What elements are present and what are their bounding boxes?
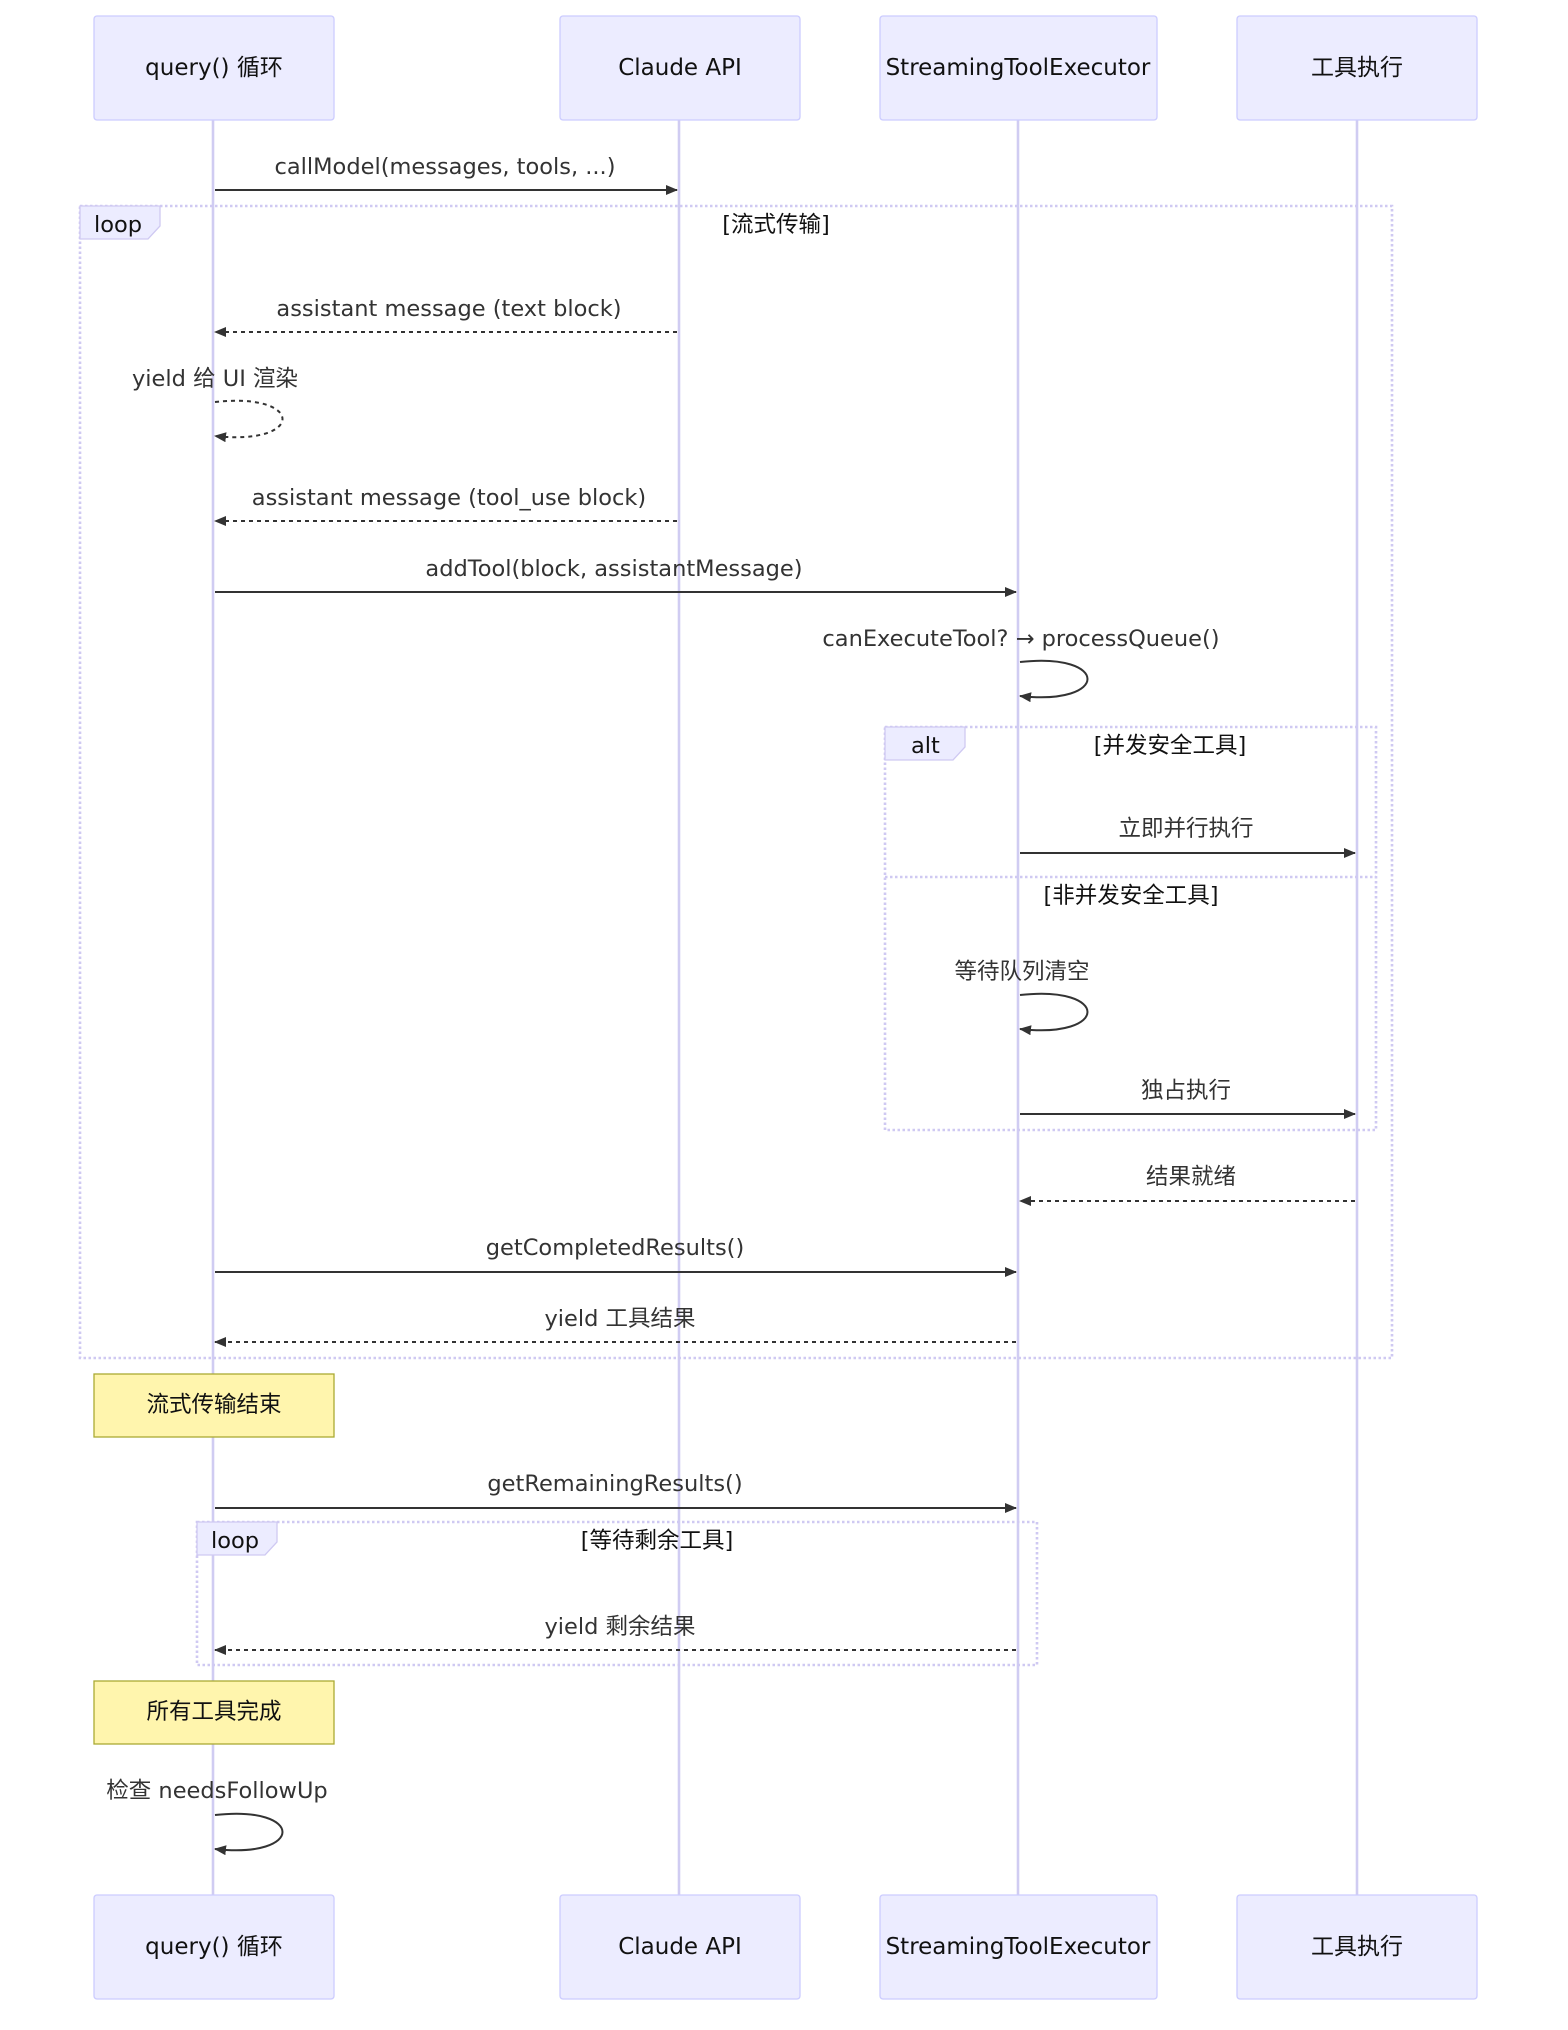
actor-label: StreamingToolExecutor <box>886 1934 1151 1960</box>
note-label: 所有工具完成 <box>146 1699 281 1725</box>
actor-query-loop-top: query() 循环 <box>93 15 335 121</box>
actor-streaming-tool-executor-bottom: StreamingToolExecutor <box>879 1894 1158 2000</box>
note-label: 流式传输结束 <box>146 1392 281 1418</box>
self-message-arrow <box>214 399 284 443</box>
message-check-needs-follow-up: 检查 needsFollowUp <box>106 1778 328 1856</box>
actor-claude-api-top: Claude API <box>559 15 801 121</box>
loop-frame-tab <box>196 1521 278 1556</box>
actor-claude-api-bottom: Claude API <box>559 1894 801 2000</box>
note-all-tools-done: 所有工具完成 <box>93 1680 335 1745</box>
message-label: callModel(messages, tools, ...) <box>274 154 615 180</box>
message-wait-queue-empty: 等待队列清空 <box>954 959 1090 1036</box>
message-label: getCompletedResults() <box>486 1235 744 1261</box>
self-message-arrow <box>214 1812 284 1856</box>
alt-frame-label: alt <box>911 733 940 759</box>
alt-frame-else-condition: [非并发安全工具] <box>1043 883 1218 909</box>
loop-frame-label: loop <box>211 1528 259 1554</box>
message-run-in-parallel: 立即并行执行 <box>1020 816 1356 858</box>
loop-frame-label: loop <box>94 212 142 238</box>
actor-streaming-tool-executor-top: StreamingToolExecutor <box>879 15 1158 121</box>
message-label: yield 工具结果 <box>544 1306 695 1332</box>
message-call-model: callModel(messages, tools, ...) <box>215 154 678 195</box>
message-label: assistant message (tool_use block) <box>252 485 646 511</box>
message-label: 检查 needsFollowUp <box>106 1778 327 1804</box>
message-label: assistant message (text block) <box>276 296 621 322</box>
message-result-ready: 结果就绪 <box>1019 1164 1355 1206</box>
message-yield-to-ui: yield 给 UI 渲染 <box>132 366 298 443</box>
message-label: 独占执行 <box>1141 1078 1231 1104</box>
message-yield-remaining-results: yield 剩余结果 <box>214 1614 1016 1655</box>
actor-label: Claude API <box>618 55 742 81</box>
message-label: yield 剩余结果 <box>544 1614 695 1640</box>
alt-frame-tool-safety: alt [并发安全工具] [非并发安全工具] <box>883 725 1378 1132</box>
message-get-completed-results: getCompletedResults() <box>215 1235 1017 1277</box>
message-label: 立即并行执行 <box>1118 816 1253 842</box>
alt-frame-condition: [并发安全工具] <box>1094 733 1247 759</box>
loop-frame-tab <box>79 205 161 240</box>
message-can-execute-tool: canExecuteTool? → processQueue() <box>822 626 1220 703</box>
message-label: 等待队列清空 <box>954 959 1089 985</box>
message-assistant-text-block: assistant message (text block) <box>214 296 677 337</box>
message-get-remaining-results: getRemainingResults() <box>215 1471 1017 1513</box>
message-label: canExecuteTool? → processQueue() <box>822 626 1219 652</box>
actor-label: 工具执行 <box>1311 1934 1403 1960</box>
message-label: yield 给 UI 渲染 <box>132 366 298 392</box>
actor-tool-execution-top: 工具执行 <box>1236 15 1478 121</box>
actor-label: query() 循环 <box>145 55 283 81</box>
message-exclusive-execute: 独占执行 <box>1020 1078 1356 1119</box>
actor-tool-execution-bottom: 工具执行 <box>1236 1894 1478 2000</box>
loop-frame-streaming: loop [流式传输] <box>78 204 1394 1360</box>
message-label: 结果就绪 <box>1146 1164 1236 1190</box>
loop-frame-remaining-tools: loop [等待剩余工具] <box>195 1520 1039 1667</box>
alt-frame-tab <box>884 726 966 761</box>
actor-label: query() 循环 <box>145 1934 283 1960</box>
message-assistant-tool-use-block: assistant message (tool_use block) <box>214 485 677 526</box>
message-label: getRemainingResults() <box>487 1471 742 1497</box>
actor-query-loop-bottom: query() 循环 <box>93 1894 335 2000</box>
loop-frame-condition: [等待剩余工具] <box>581 1528 734 1554</box>
message-add-tool: addTool(block, assistantMessage) <box>215 556 1017 597</box>
loop-frame-condition: [流式传输] <box>722 212 830 238</box>
actor-label: Claude API <box>618 1934 742 1960</box>
message-label: addTool(block, assistantMessage) <box>425 556 802 582</box>
actor-label: 工具执行 <box>1311 55 1403 81</box>
actor-label: StreamingToolExecutor <box>886 55 1151 81</box>
self-message-arrow <box>1019 659 1089 703</box>
self-message-arrow <box>1019 992 1089 1036</box>
message-yield-tool-results: yield 工具结果 <box>214 1306 1016 1347</box>
note-streaming-ended: 流式传输结束 <box>93 1373 335 1438</box>
